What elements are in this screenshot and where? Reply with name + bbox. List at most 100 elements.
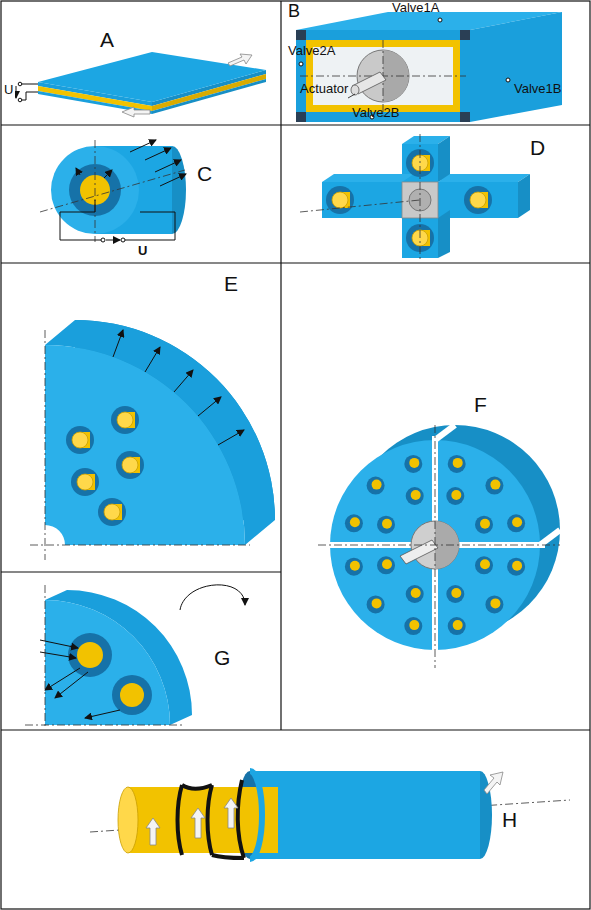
plate-actuator: [16, 52, 266, 117]
drawing-path: [45, 590, 192, 725]
drawing-circle: [120, 683, 144, 707]
drawing-line: [16, 86, 17, 98]
drawing-path: [45, 345, 245, 545]
drawing-line: [45, 585, 46, 728]
drawing-path: [178, 785, 183, 855]
drawing-use: [367, 477, 385, 495]
drawing-line: [198, 397, 221, 416]
drawing-line: [113, 330, 123, 357]
drawing-use: [66, 426, 94, 454]
panel-letter: C: [195, 162, 214, 185]
drawing-line: [145, 347, 160, 372]
coil-actuator: [90, 771, 570, 859]
drawing-use: [446, 487, 464, 505]
drawing-line: [45, 668, 80, 690]
drawing-line: [130, 140, 156, 152]
drawing-path: [60, 200, 175, 240]
drawing-rect: [296, 30, 306, 40]
drawing-path: [208, 785, 213, 855]
drawing-rect: [322, 182, 402, 218]
panel-letter: D: [528, 136, 547, 159]
drawing-circle: [438, 18, 442, 22]
drawing-path: [20, 84, 38, 100]
drawing-line: [55, 672, 88, 698]
drawing-use: [475, 516, 493, 534]
drawing-use: [377, 556, 395, 574]
panel-letter: E: [222, 272, 240, 295]
drawing-polygon: [191, 808, 205, 838]
drawing-line: [85, 710, 120, 718]
drawing-path: [180, 585, 245, 610]
drawing-polygon: [322, 174, 414, 182]
drawing-circle: [112, 675, 152, 715]
panel-letter: F: [472, 393, 489, 416]
drawing-line: [218, 430, 244, 445]
drawing-circle: [18, 82, 22, 86]
part-name: Valve2B: [352, 106, 399, 120]
drawing-circle: [299, 62, 303, 66]
drawing-polygon: [470, 12, 562, 122]
part-name: Actuator: [300, 82, 348, 96]
drawing-line: [435, 425, 455, 440]
drawing-use: [326, 186, 354, 214]
drawing-g: [40, 640, 120, 718]
drawing-line: [40, 652, 76, 658]
sector-actuator: [25, 585, 245, 728]
drawing-circle: [506, 78, 510, 82]
drawing-line: [160, 174, 186, 186]
drawing-g: [76, 140, 186, 186]
drawing-use: [406, 585, 424, 603]
drawing-line: [76, 168, 80, 175]
quartered-cylinder: [318, 425, 560, 668]
drawing-use: [116, 451, 144, 479]
drawing-use: [345, 558, 363, 576]
valve-box: [296, 12, 562, 122]
drawing-line: [40, 170, 185, 212]
part-name: Valve1A: [392, 1, 439, 15]
drawing-use: [464, 186, 492, 214]
drawing-line: [280, 1, 281, 730]
drawing-g: [146, 772, 503, 845]
drawing-line: [1, 571, 281, 572]
cross-actuator: [300, 134, 530, 260]
drawing-use: [448, 455, 466, 473]
drawing-ellipse: [351, 85, 359, 95]
tube-actuator: [40, 140, 186, 242]
drawing-polygon: [146, 818, 160, 845]
panel-letter: A: [100, 28, 114, 51]
drawing-use: [475, 556, 493, 574]
drawing-line: [420, 134, 421, 260]
part-name: Valve1B: [514, 82, 561, 96]
drawing-line: [145, 148, 171, 160]
drawing-path: [182, 785, 212, 789]
drawing-polygon: [400, 540, 438, 564]
drawing-polygon: [438, 210, 450, 258]
drawing-line: [106, 240, 120, 241]
drawing-g: [178, 780, 245, 858]
drawing-polygon: [438, 136, 450, 182]
drawing-line: [155, 160, 181, 172]
drawing-polygon: [438, 174, 530, 182]
drawing-path: [212, 855, 244, 858]
voltage-label: U: [136, 244, 149, 258]
drawing-line: [30, 545, 250, 546]
drawing-line: [435, 425, 436, 668]
panel-letter: H: [500, 808, 519, 831]
voltage-label: U: [2, 83, 15, 97]
drawing-line: [1, 729, 590, 730]
drawing-polygon: [122, 107, 150, 117]
drawing-use: [367, 595, 385, 613]
drawing-use: [448, 617, 466, 635]
drawing-use: [507, 514, 525, 532]
drawing-line: [95, 140, 96, 242]
drawing-line: [1, 262, 590, 263]
drawing-use: [406, 487, 424, 505]
drawing-line: [1, 124, 590, 125]
drawing-rect: [296, 112, 306, 122]
panel-letter: B: [286, 2, 302, 22]
drawing-use: [345, 514, 363, 532]
